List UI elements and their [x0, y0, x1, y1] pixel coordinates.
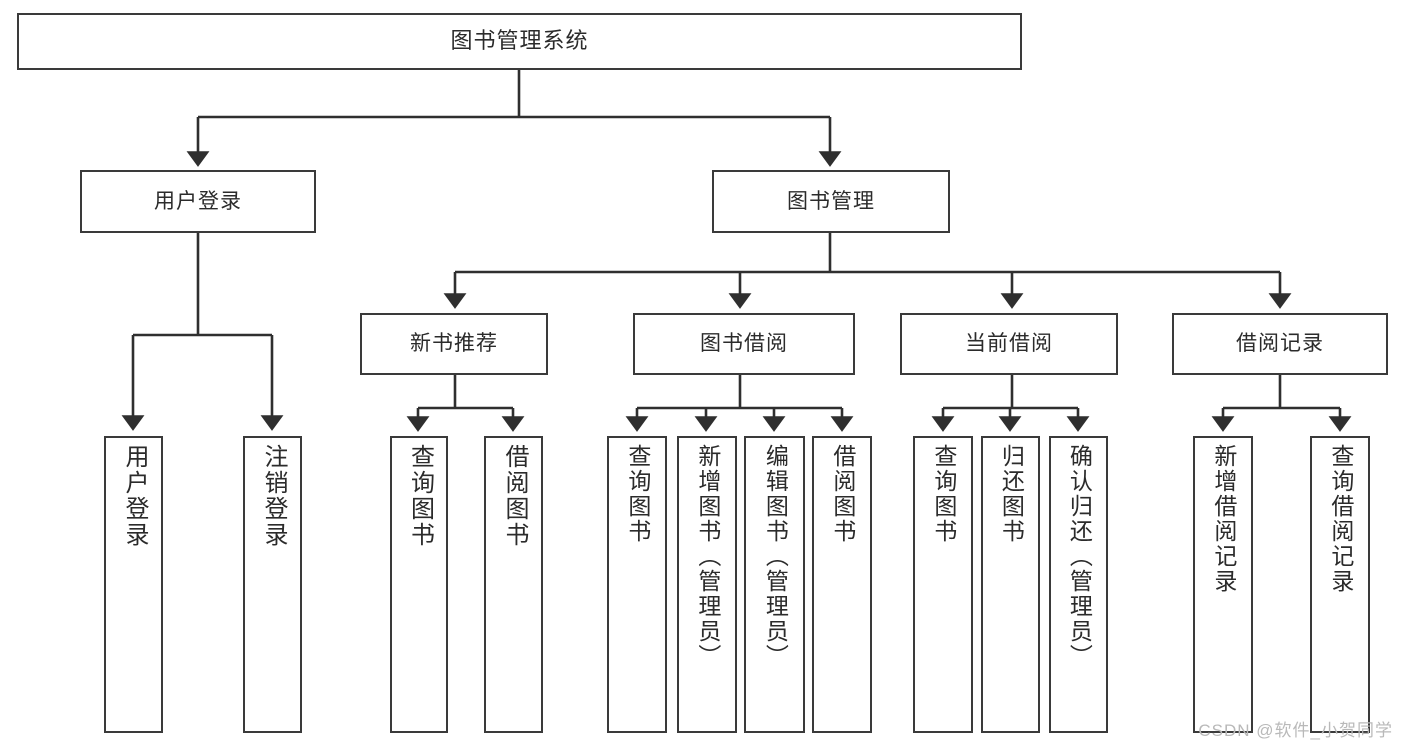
- node-label: 查询图书: [930, 444, 957, 544]
- node-borrow-record[interactable]: 借阅记录: [1172, 313, 1388, 375]
- leaf-borrow-edit-book-admin[interactable]: 编辑图书（管理员）: [744, 436, 805, 733]
- node-label: 用户登录: [154, 189, 242, 213]
- node-new-book-recommend[interactable]: 新书推荐: [360, 313, 548, 375]
- leaf-record-query-borrow-record[interactable]: 查询借阅记录: [1310, 436, 1370, 733]
- node-label: 新书推荐: [410, 332, 498, 356]
- node-current-borrow[interactable]: 当前借阅: [900, 313, 1118, 375]
- leaf-user-login[interactable]: 用户登录: [104, 436, 163, 733]
- node-label: 查询图书: [406, 444, 434, 548]
- leaf-recommend-query-book[interactable]: 查询图书: [390, 436, 448, 733]
- node-label: 借阅图书: [829, 444, 856, 544]
- node-label: 注销登录: [259, 444, 287, 548]
- node-label: 编辑图书（管理员）: [762, 444, 789, 669]
- node-label: 确认归还（管理员）: [1066, 444, 1093, 669]
- node-label: 查询借阅记录: [1327, 444, 1354, 594]
- leaf-current-confirm-return-admin[interactable]: 确认归还（管理员）: [1049, 436, 1108, 733]
- node-label: 新增图书（管理员）: [694, 444, 721, 669]
- leaf-borrow-add-book-admin[interactable]: 新增图书（管理员）: [677, 436, 737, 733]
- leaf-current-return-book[interactable]: 归还图书: [981, 436, 1040, 733]
- node-label: 归还图书: [998, 444, 1025, 544]
- node-label: 图书管理: [787, 189, 875, 213]
- node-label: 图书借阅: [700, 332, 788, 356]
- node-label: 用户登录: [120, 444, 148, 548]
- leaf-recommend-borrow-book[interactable]: 借阅图书: [484, 436, 543, 733]
- node-book-management-system[interactable]: 图书管理系统: [17, 13, 1022, 70]
- node-label: 借阅记录: [1236, 332, 1324, 356]
- leaf-logout-login[interactable]: 注销登录: [243, 436, 302, 733]
- node-user-login[interactable]: 用户登录: [80, 170, 316, 233]
- node-label: 图书管理系统: [450, 28, 589, 54]
- node-label: 查询图书: [624, 444, 651, 544]
- node-label: 当前借阅: [965, 332, 1053, 356]
- leaf-borrow-borrow-book[interactable]: 借阅图书: [812, 436, 872, 733]
- leaf-borrow-query-book[interactable]: 查询图书: [607, 436, 667, 733]
- node-book-borrow[interactable]: 图书借阅: [633, 313, 855, 375]
- leaf-current-query-book[interactable]: 查询图书: [913, 436, 973, 733]
- node-label: 借阅图书: [500, 444, 528, 548]
- node-book-management[interactable]: 图书管理: [712, 170, 950, 233]
- leaf-record-add-borrow-record[interactable]: 新增借阅记录: [1193, 436, 1253, 733]
- watermark: CSDN @软件_小贺同学: [1198, 721, 1393, 740]
- node-label: 新增借阅记录: [1210, 444, 1237, 594]
